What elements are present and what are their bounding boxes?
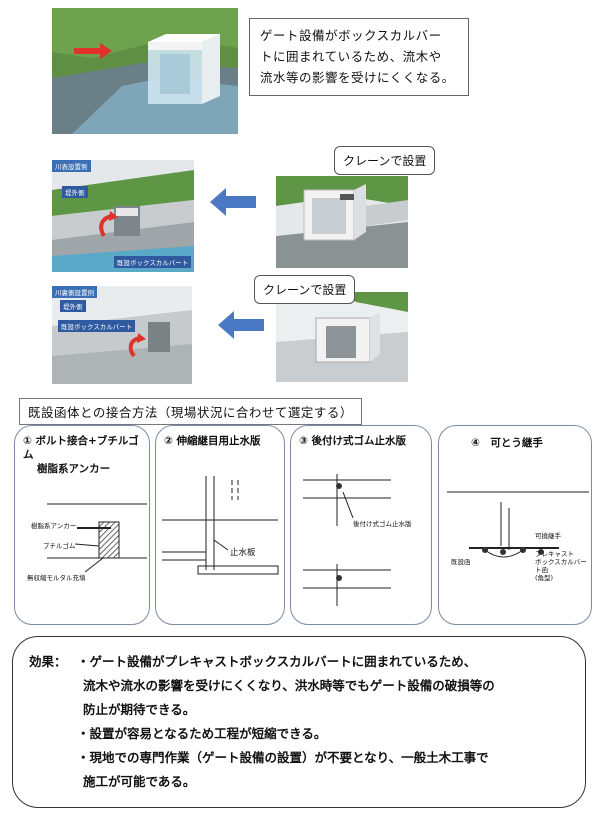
effects-line: 流木や流水の影響を受けにくくなり、洪水時等でもゲート設備の破損等の <box>83 678 495 693</box>
joint-panel-rubber-waterstop: ③ 後付け式ゴム止水版 後付け式ゴム止水版 <box>290 425 432 625</box>
waterstop-diagram <box>162 476 279 575</box>
joint-panel-waterstop: ② 伸縮継目用止水版 止水板 <box>155 425 285 625</box>
effects-line: 施工が可能である。 <box>83 774 196 789</box>
top-description: ゲート設備がボックスカルバー トに囲まれているため、流木や 流水等の影響を受けに… <box>249 18 469 96</box>
culvert-label: 既設ボックスカルバート <box>114 256 192 268</box>
side-label: 堤外側 <box>62 186 88 198</box>
effects-line: ・ゲート設備がプレキャストボックスカルバートに囲まれているため、 <box>77 654 477 669</box>
culvert-label: 既設ボックスカルバート <box>58 320 136 332</box>
effects-box: 効果： ・ゲート設備がプレキャストボックスカルバートに囲まれているため、 流木や… <box>12 636 586 808</box>
install-tag: 川裏側設置例 <box>52 286 97 298</box>
panel-title: ④ 可とう継手 <box>471 437 543 449</box>
effects-line: ・設置が容易となるため工程が短縮できる。 <box>77 726 327 741</box>
effects-line: 防止が期待できる。 <box>83 702 196 717</box>
left-arrow-icon <box>218 311 264 343</box>
crane-install-front <box>276 176 408 268</box>
install-example-front: 川表設置例 堤外側 既設ボックスカルバート <box>52 160 194 272</box>
install-tag: 川表設置例 <box>52 160 91 172</box>
top-culvert-illustration <box>52 8 238 134</box>
flow-arrow-icon <box>74 43 112 59</box>
side-label: 堤外側 <box>60 300 86 312</box>
effects-line: ・現地での専門作業（ゲート設備の設置）が不要となり、一般土木工事で <box>77 750 489 765</box>
rubber-waterstop-diagram <box>303 474 391 606</box>
crane-install-back <box>276 292 408 382</box>
effects-heading: 効果： <box>29 654 67 669</box>
joint-panel-bolt: ① ボルト接合+ブチルゴム 樹脂系アンカー 樹脂系アンカー ブチルゴム 無収縮モ… <box>14 425 150 625</box>
install-example-back: 川裏側設置例 堤外側 既設ボックスカルバート <box>52 286 192 384</box>
joint-section-title: 既設函体との接合方法（現場状況に合わせて選定する） <box>19 398 362 425</box>
crane-bubble: クレーンで設置 <box>334 146 436 175</box>
panel-title: ① ボルト接合+ブチルゴム 樹脂系アンカー <box>23 435 139 475</box>
bolt-joint-diagram <box>47 503 147 573</box>
flexible-joint-diagram <box>447 491 589 558</box>
crane-bubble: クレーンで設置 <box>254 275 356 304</box>
left-arrow-icon <box>210 188 256 220</box>
panel-title: ③ 後付け式ゴム止水版 <box>299 435 407 447</box>
joint-panel-flexible: ④ 可とう継手 可撓継手 既設函 プレキャスト ボックスカルバート函 (角型) <box>438 425 592 625</box>
panel-title: ② 伸縮継目用止水版 <box>164 435 261 447</box>
